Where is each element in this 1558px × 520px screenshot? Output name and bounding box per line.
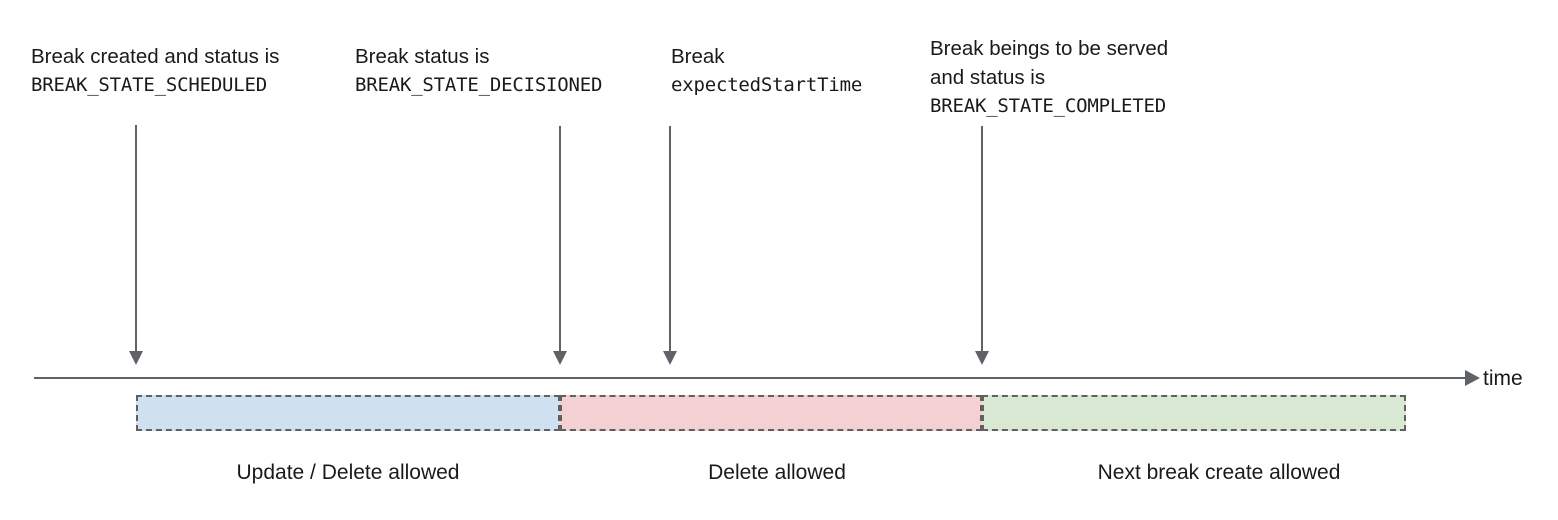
marker-expected-start-time-arrow-down-icon [662,126,678,365]
arrow-down-icon [553,351,567,365]
phase-caption-delete: Delete allowed [708,461,846,484]
annotation-line: Break beings to be served [930,37,1169,60]
annotation-line-code: BREAK_STATE_DECISIONED [355,74,603,96]
marker-scheduled-arrow-down-icon [128,125,144,365]
annotation-line-code: BREAK_STATE_SCHEDULED [31,74,268,96]
marker-completed-arrow-down-icon [974,126,990,365]
phase-bar-next-break-create [982,395,1406,431]
arrow-down-icon [663,351,677,365]
time-axis-line [34,377,1465,379]
annotation-line: and status is [930,66,1046,89]
annotation-expected-start-time: Break expectedStartTime [671,42,862,100]
marker-stem [981,126,983,351]
arrow-right-icon [1465,370,1480,386]
marker-stem [559,126,561,351]
annotation-line-code: expectedStartTime [671,74,863,96]
annotation-decisioned: Break status is BREAK_STATE_DECISIONED [355,42,602,100]
annotation-completed: Break beings to be served and status is … [930,34,1168,121]
marker-stem [135,125,137,351]
annotation-line-code: BREAK_STATE_COMPLETED [930,95,1167,117]
annotation-line: Break created and status is [31,45,280,68]
phase-caption-update-delete: Update / Delete allowed [236,461,460,484]
arrow-down-icon [975,351,989,365]
annotation-scheduled: Break created and status is BREAK_STATE_… [31,42,279,100]
arrow-down-icon [129,351,143,365]
marker-stem [669,126,671,351]
annotation-line: Break status is [355,45,490,68]
marker-decisioned-arrow-down-icon [552,126,568,365]
annotation-line: Break [671,45,725,68]
phase-bar-delete [560,395,982,431]
phase-caption-next-break-create: Next break create allowed [1097,461,1341,484]
phase-bar-update-delete [136,395,560,431]
time-axis-label: time [1483,367,1523,390]
